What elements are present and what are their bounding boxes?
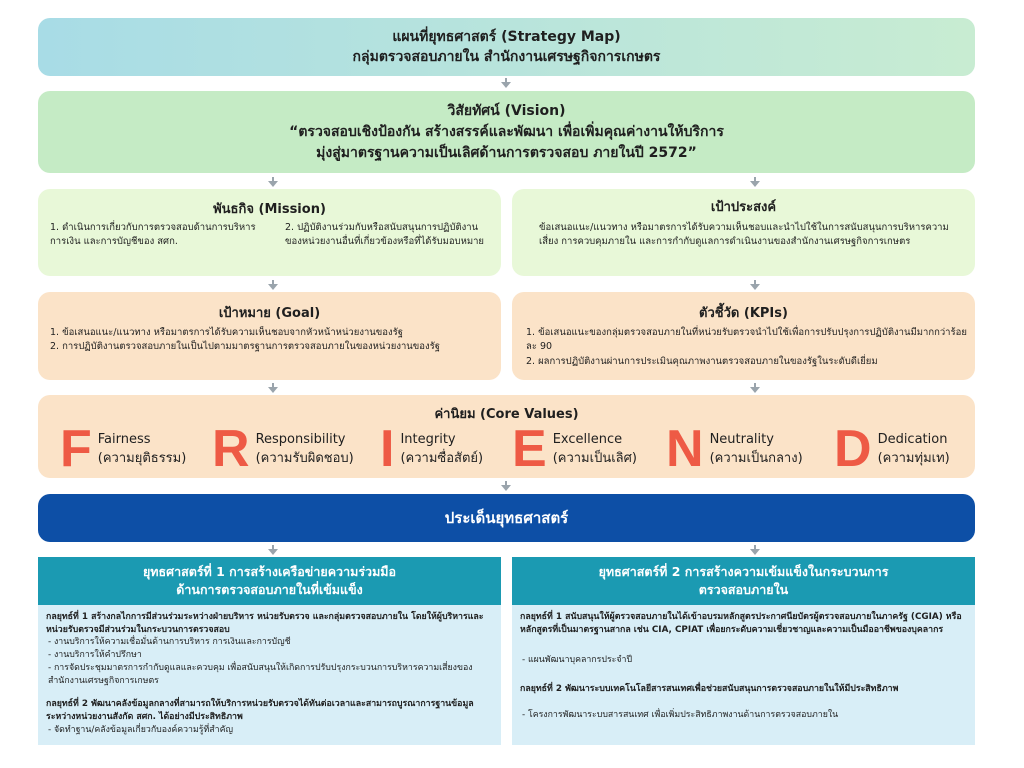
vision-box: วิสัยทัศน์ (Vision) “ตรวจสอบเชิงป้องกัน … xyxy=(38,91,975,173)
strategy-1-tactic-1-item-2: - งานบริการให้คำปรึกษา xyxy=(48,650,142,660)
objective-text: ข้อเสนอแนะ/แนวทาง หรือมาตรการได้รับความเ… xyxy=(539,222,949,247)
down-arrow-icon xyxy=(501,78,511,88)
vision-statement-line2: มุ่งสู่มาตรฐานความเป็นเลิศด้านการตรวจสอบ… xyxy=(316,144,697,161)
strategy-1-tactic-2-item-1: - จัดทำฐาน/คลังข้อมูลเกี่ยวกับองค์ความรู… xyxy=(48,725,233,735)
value-name-en: Responsibility xyxy=(255,432,346,447)
strategy-1-tactic-1: กลยุทธ์ที่ 1 สร้างกลไกการมีส่วนร่วมระหว่… xyxy=(46,612,484,635)
down-arrow-icon xyxy=(750,383,760,393)
strategy-2-tactic-2: กลยุทธ์ที่ 2 พัฒนาระบบเทคโนโลยีสารสนเทศเ… xyxy=(520,684,899,694)
strategy-1-title-line2: ด้านการตรวจสอบภายในที่เข้มแข็ง xyxy=(176,582,363,597)
goal-title: เป้าหมาย (Goal) xyxy=(218,306,321,321)
strategic-issues-banner: ประเด็นยุทธศาสตร์ xyxy=(38,494,975,542)
header-title: แผนที่ยุทธศาสตร์ (Strategy Map) xyxy=(392,29,621,45)
mission-title: พันธกิจ (Mission) xyxy=(213,202,326,217)
goal-item-2: 2. การปฏิบัติงานตรวจสอบภายในเป็นไปตามมาต… xyxy=(50,341,440,352)
objective-box: เป้าประสงค์ ข้อเสนอแนะ/แนวทาง หรือมาตรกา… xyxy=(512,189,975,276)
value-responsibility: R Responsibility (ความรับผิดชอบ) xyxy=(212,420,354,478)
value-letter: E xyxy=(512,420,547,478)
kpi-item-1: 1. ข้อเสนอแนะของกลุ่มตรวจสอบภายในที่หน่ว… xyxy=(526,327,967,352)
mission-box: พันธกิจ (Mission) 1. ดำเนินการเกี่ยวกับก… xyxy=(38,189,501,276)
core-values-box: ค่านิยม (Core Values) F Fairness (ความยุต… xyxy=(38,395,975,478)
strategy-2-title-line1: ยุทธศาสตร์ที่ 2 การสร้างความเข้มแข็งในกร… xyxy=(598,564,889,579)
strategy-2-tactic-1-item-1: - แผนพัฒนาบุคลากรประจำปี xyxy=(522,655,633,665)
value-letter: I xyxy=(380,420,395,478)
value-neutrality: N Neutrality (ความเป็นกลาง) xyxy=(666,420,803,478)
strategy-2-tactic-2-item-1: - โครงการพัฒนาระบบสารสนเทศ เพื่อเพิ่มประ… xyxy=(522,710,839,720)
value-name-th: (ความซื่อสัตย์) xyxy=(400,451,484,466)
strategy-2-header: ยุทธศาสตร์ที่ 2 การสร้างความเข้มแข็งในกร… xyxy=(512,557,975,605)
kpi-box: ตัวชี้วัด (KPIs) 1. ข้อเสนอแนะของกลุ่มตร… xyxy=(512,292,975,380)
down-arrow-icon xyxy=(750,177,760,187)
down-arrow-icon xyxy=(268,177,278,187)
goal-item-1: 1. ข้อเสนอแนะ/แนวทาง หรือมาตรการได้รับคว… xyxy=(50,327,403,338)
down-arrow-icon xyxy=(268,280,278,290)
value-name-th: (ความรับผิดชอบ) xyxy=(255,451,354,466)
down-arrow-icon xyxy=(501,481,511,491)
value-name-th: (ความทุ่มเท) xyxy=(877,451,950,466)
value-name-th: (ความยุติธรรม) xyxy=(97,451,187,466)
strategy-2-tactic-1: กลยุทธ์ที่ 1 สนับสนุนให้ผู้ตรวจสอบภายในไ… xyxy=(520,612,962,635)
value-name-en: Neutrality xyxy=(709,432,774,447)
strategy-1-header: ยุทธศาสตร์ที่ 1 การสร้างเครือข่ายความร่ว… xyxy=(38,557,501,605)
vision-title: วิสัยทัศน์ (Vision) xyxy=(447,102,566,119)
down-arrow-icon xyxy=(750,545,760,555)
down-arrow-icon xyxy=(750,280,760,290)
strategic-issues-title: ประเด็นยุทธศาสตร์ xyxy=(444,509,569,527)
value-dedication: D Dedication (ความทุ่มเท) xyxy=(834,420,950,478)
kpi-item-2: 2. ผลการปฏิบัติงานผ่านการประเมินคุณภาพงา… xyxy=(526,356,878,367)
value-name-en: Excellence xyxy=(552,432,623,447)
strategy-1-body: กลยุทธ์ที่ 1 สร้างกลไกการมีส่วนร่วมระหว่… xyxy=(38,605,501,745)
kpi-title: ตัวชี้วัด (KPIs) xyxy=(699,306,788,321)
value-excellence: E Excellence (ความเป็นเลิศ) xyxy=(512,420,637,478)
value-name-en: Dedication xyxy=(877,432,948,447)
down-arrow-icon xyxy=(268,383,278,393)
strategy-1-tactic-1-item-1: - งานบริการให้ความเชื่อมั่นด้านการบริหาร… xyxy=(48,637,291,647)
value-letter: R xyxy=(212,420,250,478)
value-name-th: (ความเป็นเลิศ) xyxy=(552,451,637,466)
strategy-2-title-line2: ตรวจสอบภายใน xyxy=(698,582,789,597)
mission-item-1: 1. ดำเนินการเกี่ยวกับการตรวจสอบด้านการบร… xyxy=(50,222,256,247)
strategy-1-tactic-1-item-3: - การจัดประชุมมาตรการกำกับดูแลและควบคุม … xyxy=(48,663,473,686)
goal-box: เป้าหมาย (Goal) 1. ข้อเสนอแนะ/แนวทาง หรื… xyxy=(38,292,501,380)
value-fairness: F Fairness (ความยุติธรรม) xyxy=(60,420,187,478)
value-integrity: I Integrity (ความซื่อสัตย์) xyxy=(380,420,484,478)
strategy-2-body: กลยุทธ์ที่ 1 สนับสนุนให้ผู้ตรวจสอบภายในไ… xyxy=(512,605,975,745)
value-name-th: (ความเป็นกลาง) xyxy=(709,451,803,466)
value-name-en: Integrity xyxy=(400,432,456,447)
strategy-1-title-line1: ยุทธศาสตร์ที่ 1 การสร้างเครือข่ายความร่ว… xyxy=(142,564,397,579)
vision-statement-line1: “ตรวจสอบเชิงป้องกัน สร้างสรรค์และพัฒนา เ… xyxy=(289,123,724,140)
value-letter: D xyxy=(834,420,872,478)
down-arrow-icon xyxy=(268,545,278,555)
value-letter: N xyxy=(666,420,704,478)
strategy-map-header: แผนที่ยุทธศาสตร์ (Strategy Map) กลุ่มตรว… xyxy=(38,18,975,76)
objective-title: เป้าประสงค์ xyxy=(710,200,777,215)
core-values-title: ค่านิยม (Core Values) xyxy=(434,407,579,422)
value-letter: F xyxy=(60,420,92,478)
value-name-en: Fairness xyxy=(97,432,151,447)
mission-item-2: 2. ปฏิบัติงานร่วมกับหรือสนับสนุนการปฏิบั… xyxy=(285,222,484,247)
strategy-1-tactic-2: กลยุทธ์ที่ 2 พัฒนาคลังข้อมูลกลางที่สามาร… xyxy=(46,699,474,722)
header-subtitle: กลุ่มตรวจสอบภายใน สำนักงานเศรษฐกิจการเกษ… xyxy=(352,49,661,65)
